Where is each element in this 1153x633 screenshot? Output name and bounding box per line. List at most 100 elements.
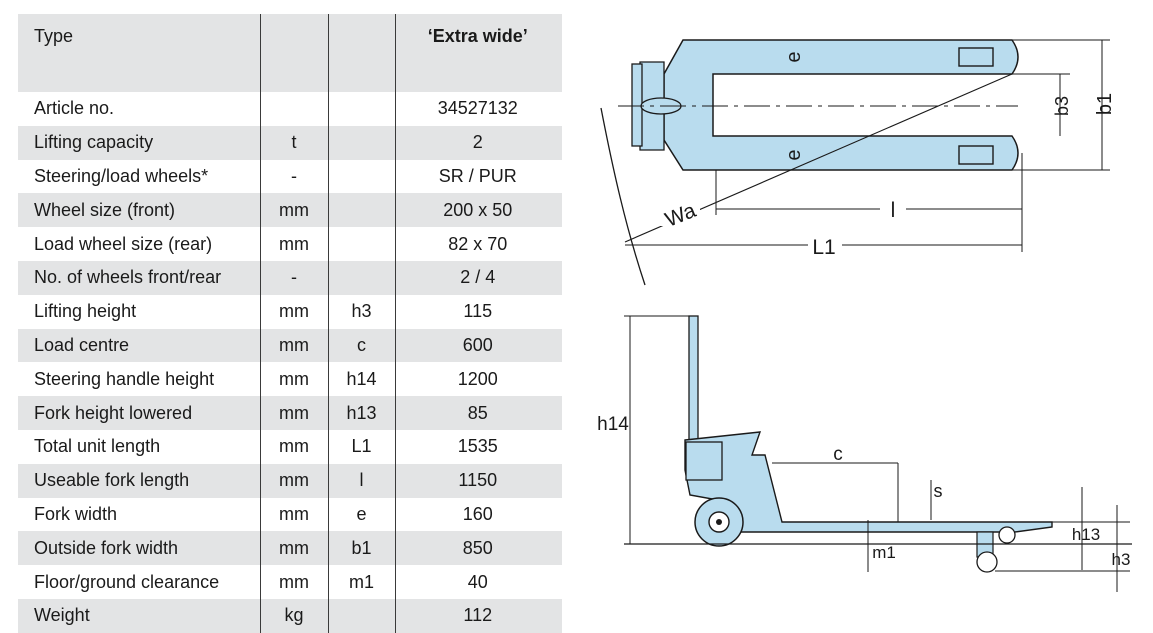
row-unit: mm bbox=[260, 362, 329, 397]
label-l1: L1 bbox=[812, 236, 835, 259]
row-symbol: h13 bbox=[328, 396, 396, 430]
fork-outline-top bbox=[663, 39, 1019, 171]
table-row: Load wheel size (rear)mm 82 x 70 bbox=[18, 227, 562, 261]
label-h14: h14 bbox=[597, 414, 629, 435]
row-label: Floor/ground clearance bbox=[18, 565, 261, 599]
label-b3: b3 bbox=[1052, 96, 1072, 116]
steering-arc bbox=[600, 107, 646, 286]
row-label: Total unit length bbox=[18, 429, 261, 464]
row-symbol: e bbox=[328, 497, 396, 532]
row-unit: - bbox=[260, 159, 329, 194]
row-value: 115 bbox=[463, 301, 493, 322]
row-unit: mm bbox=[260, 294, 329, 329]
row-symbol: h3 bbox=[328, 294, 396, 329]
row-label: No. of wheels front/rear bbox=[18, 260, 261, 295]
row-value: 2 bbox=[395, 125, 562, 160]
chassis-fork-side bbox=[684, 431, 1053, 533]
label-m1: m1 bbox=[872, 543, 896, 562]
header-unit-cell bbox=[260, 14, 329, 92]
wa-label-bg bbox=[660, 200, 700, 226]
row-unit: t bbox=[260, 125, 329, 160]
row-symbol bbox=[328, 159, 396, 194]
row-unit: kg bbox=[260, 598, 329, 633]
row-label: Wheel size (front) bbox=[18, 193, 261, 228]
steer-wheel-axle bbox=[716, 519, 722, 525]
label-b1: b1 bbox=[1094, 93, 1116, 115]
row-value: 34527132 bbox=[437, 98, 518, 119]
header-symbol-cell bbox=[328, 14, 396, 92]
table-row: Steering/load wheels*- SR / PUR bbox=[18, 159, 562, 194]
label-c: c bbox=[833, 444, 843, 465]
row-value: 200 x 50 bbox=[395, 193, 562, 228]
row-label: Load wheel size (rear) bbox=[18, 227, 261, 261]
row-symbol: L1 bbox=[328, 429, 396, 464]
label-e-bottom: e bbox=[783, 149, 805, 160]
row-symbol bbox=[328, 92, 396, 126]
row-unit: mm bbox=[260, 227, 329, 261]
header-type-label: Type bbox=[18, 14, 261, 92]
row-unit: mm bbox=[260, 531, 329, 566]
row-symbol: c bbox=[328, 328, 396, 363]
row-label: Steering/load wheels* bbox=[18, 159, 261, 194]
row-label: Weight bbox=[18, 598, 261, 633]
l1-label-bg bbox=[808, 234, 842, 258]
label-s: s bbox=[934, 481, 943, 501]
row-value: 850 bbox=[395, 531, 562, 566]
row-value: SR / PUR bbox=[438, 165, 517, 186]
row-unit: - bbox=[260, 260, 329, 295]
row-label: Lifting capacity bbox=[18, 125, 261, 160]
row-value: 112 bbox=[395, 598, 562, 633]
row-label: Article no. bbox=[18, 92, 261, 126]
row-symbol: l bbox=[328, 463, 396, 498]
row-label: Lifting height bbox=[18, 294, 261, 329]
row-label: Fork height lowered bbox=[18, 396, 261, 430]
header-model-value: ‘Extra wide’ bbox=[395, 14, 562, 92]
row-value: 1150 bbox=[395, 463, 562, 498]
row-symbol: h14 bbox=[328, 362, 396, 397]
row-value: 1200 bbox=[457, 368, 498, 389]
steering-handle-side bbox=[688, 315, 699, 445]
row-unit: mm bbox=[260, 497, 329, 532]
row-label: Outside fork width bbox=[18, 531, 261, 566]
row-value: 82 x 70 bbox=[448, 233, 508, 254]
table-row: Article no. 34527132 bbox=[18, 92, 562, 126]
row-unit: mm bbox=[260, 429, 329, 464]
label-h3: h3 bbox=[1112, 550, 1131, 569]
hydraulic-pump-side bbox=[685, 441, 723, 481]
row-label: Fork width bbox=[18, 497, 261, 532]
row-unit: mm bbox=[260, 565, 329, 599]
load-wheel-lowered bbox=[998, 526, 1016, 544]
side-view-drawing: h14 c s h13 h3 m1 bbox=[597, 315, 1132, 592]
row-label: Steering handle height bbox=[18, 362, 261, 397]
row-value: 160 bbox=[462, 503, 493, 524]
table-row: No. of wheels front/rear- 2 / 4 bbox=[18, 260, 562, 295]
label-l: l bbox=[891, 199, 896, 222]
row-label: Load centre bbox=[18, 328, 261, 363]
row-value: 85 bbox=[395, 396, 562, 430]
row-value: 40 bbox=[467, 571, 488, 592]
load-roller-top-1 bbox=[958, 47, 994, 67]
row-symbol: b1 bbox=[328, 531, 396, 566]
label-h13: h13 bbox=[1072, 525, 1100, 544]
load-roller-top-2 bbox=[958, 145, 994, 165]
row-value: 1535 bbox=[457, 436, 498, 457]
row-value: 2 / 4 bbox=[395, 260, 562, 295]
e-top-bg bbox=[785, 45, 805, 67]
row-value: 600 bbox=[395, 328, 562, 363]
row-symbol bbox=[328, 598, 396, 633]
row-label: Useable fork length bbox=[18, 463, 261, 498]
